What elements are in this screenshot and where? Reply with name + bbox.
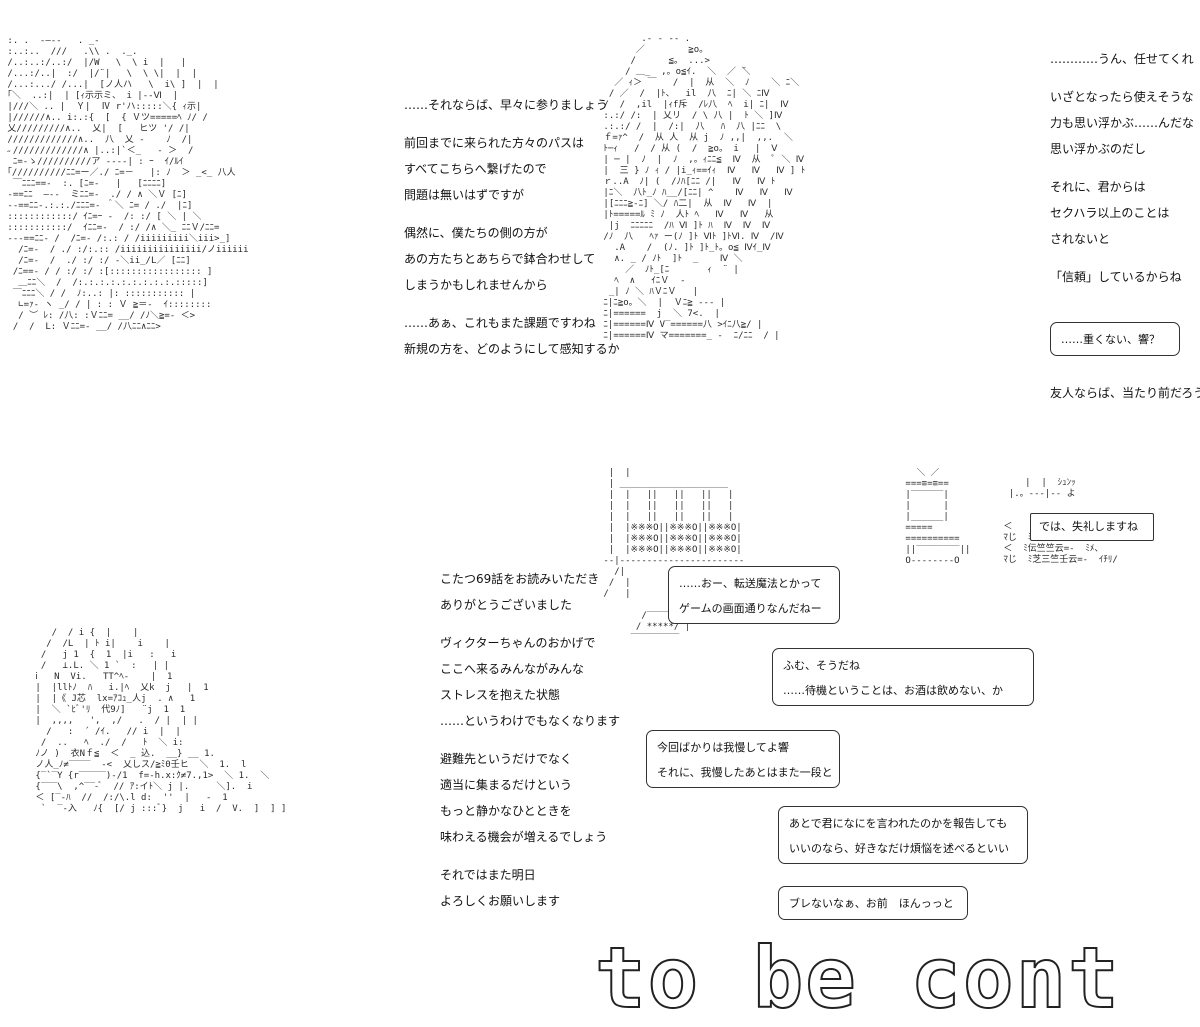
to-be-continued-title: to be continued... [595,938,1120,1018]
speech-bubble-hibiki: ……重くない、響？ [1050,322,1180,356]
ascii-art-station: | | | ____________________ | | || || || … [603,468,745,643]
speech-bubble-3: 今回ばかりは我慢してよ響 それに、我慢したあとはまた一段と [646,730,840,788]
dialogue-line: あの方たちとあちらで鉢合わせして [404,252,596,266]
dialogue-line: ストレスを抱えた状態 [440,688,561,702]
dialogue-right-after: 友人ならば、当たり前だろう？ [1050,380,1200,406]
dialogue-line: こたつ69話をお読みいただき [440,572,600,586]
bubble-line: 今回ばかりは我慢してよ響 [657,741,789,754]
dialogue-line: ……あぁ、これもまた課題ですわね [404,316,596,330]
dialogue-line: それに、君からは [1050,180,1146,194]
bubble-line: それに、我慢したあとはまた一段と [657,766,833,779]
speech-bubble-2: ふむ、そうだね ……待機ということは、お酒は飲めない、か [772,648,1034,706]
dialogue-line: されないと [1050,232,1111,246]
ascii-art-top-left: :. . -―‐- . _- :..:.. /// .\\ . ._. /..:… [7,36,249,332]
dialogue-left: ……それならば、早々に参りましょう 前回までに来られた方々のパスは すべてこちら… [404,92,620,362]
speech-bubble-5: ブレないなぁ、お前 ほんっっと [778,886,968,920]
bubble-line: ……待機ということは、お酒は飲めない、か [783,684,1003,697]
dialogue-line: ……というわけでもなくなります [440,714,621,728]
dialogue-line: 適当に集まるだけという [440,778,573,792]
dialogue-line: それではまた明日 [440,868,536,882]
dialogue-line: 味わえる機会が増えるでしょう [440,830,608,844]
bubble-line: ……おー、転送魔法とかって [679,577,822,590]
ascii-art-bottom-left: / / i { | | / /L | ﾄ i| i | / j 1 { 1 |i… [35,628,287,814]
dialogue-line: 新規の方を、どのようにして感知するか [404,342,620,356]
dialogue-line: 「信頼」しているからね [1050,270,1182,284]
ascii-art-signal: ＼ ／ ===≡=≡== |‾‾‾‾‾‾| | | |______| =====… [905,468,971,566]
bubble-line: ゲームの画面通りなんだねー [679,602,822,615]
bubble-line: ふむ、そうだね [783,659,860,672]
dialogue-line: ヴィクターちゃんのおかげで [440,636,596,650]
bubble-line: ……重くない、響？ [1061,333,1160,346]
dialogue-right: …………うん、任せてくれ いざとなったら使えそうな 力も思い浮かぶ……んだな 思… [1050,46,1198,290]
bubble-line: では、失礼しますね [1039,520,1138,533]
dialogue-line: 力も思い浮かぶ……んだな [1050,116,1195,130]
speech-bubble-farewell: では、失礼しますね [1030,513,1154,541]
speech-bubble-4: あとで君になにを言われたのかを報告しても いいのなら、好きなだけ煩悩を述べるとい… [778,806,1028,864]
dialogue-line: いざとなったら使えそうな [1050,90,1194,104]
ascii-art-chair: | | ｼｭﾝｯ |.。‐‐‐|‐‐ よ ＜ ﾐﾒ、 ﾏじ ﾐ芝王竺壬云=‐ ｲ… [1003,478,1118,565]
speech-bubble-1: ……おー、転送魔法とかって ゲームの画面通りなんだねー [668,566,840,624]
dialogue-line: すべてこちらへ繋げたので [404,162,547,176]
dialogue-line: 思い浮かぶのだし [1050,142,1147,156]
dialogue-line: ここへ来るみんながみんな [440,662,585,676]
dialogue-line: よろしくお願いします [440,894,561,908]
dialogue-line: …………うん、任せてくれ [1050,52,1194,66]
dialogue-line: 問題は無いはずですが [404,188,525,202]
dialogue-line: ……それならば、早々に参りましょう [404,98,609,112]
dialogue-line: セクハラ以上のことは [1050,206,1170,220]
dialogue-line: 偶然に、僕たちの側の方が [404,226,548,240]
bubble-line: ブレないなぁ、お前 ほんっっと [789,897,954,910]
bubble-line: あとで君になにを言われたのかを報告しても [789,817,1008,830]
ascii-art-top-right: .- ‐ ‐- . ／ ≧o。 / ≦。 ...> / ＿_ ,。o≦ｲ. ＼ … [603,34,806,341]
dialogue-line: もっと静かなひとときを [440,804,572,818]
dialogue-line: 友人ならば、当たり前だろう？ [1050,386,1200,400]
dialogue-line: しまうかもしれませんから [404,278,548,292]
dialogue-line: 避難先というだけでなく [440,752,573,766]
dialogue-bottom: こたつ69話をお読みいただき ありがとうございました ヴィクターちゃんのおかげで… [440,566,620,914]
bubble-line: いいのなら、好きなだけ煩悩を述べるといい [789,842,1009,855]
dialogue-line: ありがとうございました [440,598,573,612]
dialogue-line: 前回までに来られた方々のパスは [404,136,585,150]
